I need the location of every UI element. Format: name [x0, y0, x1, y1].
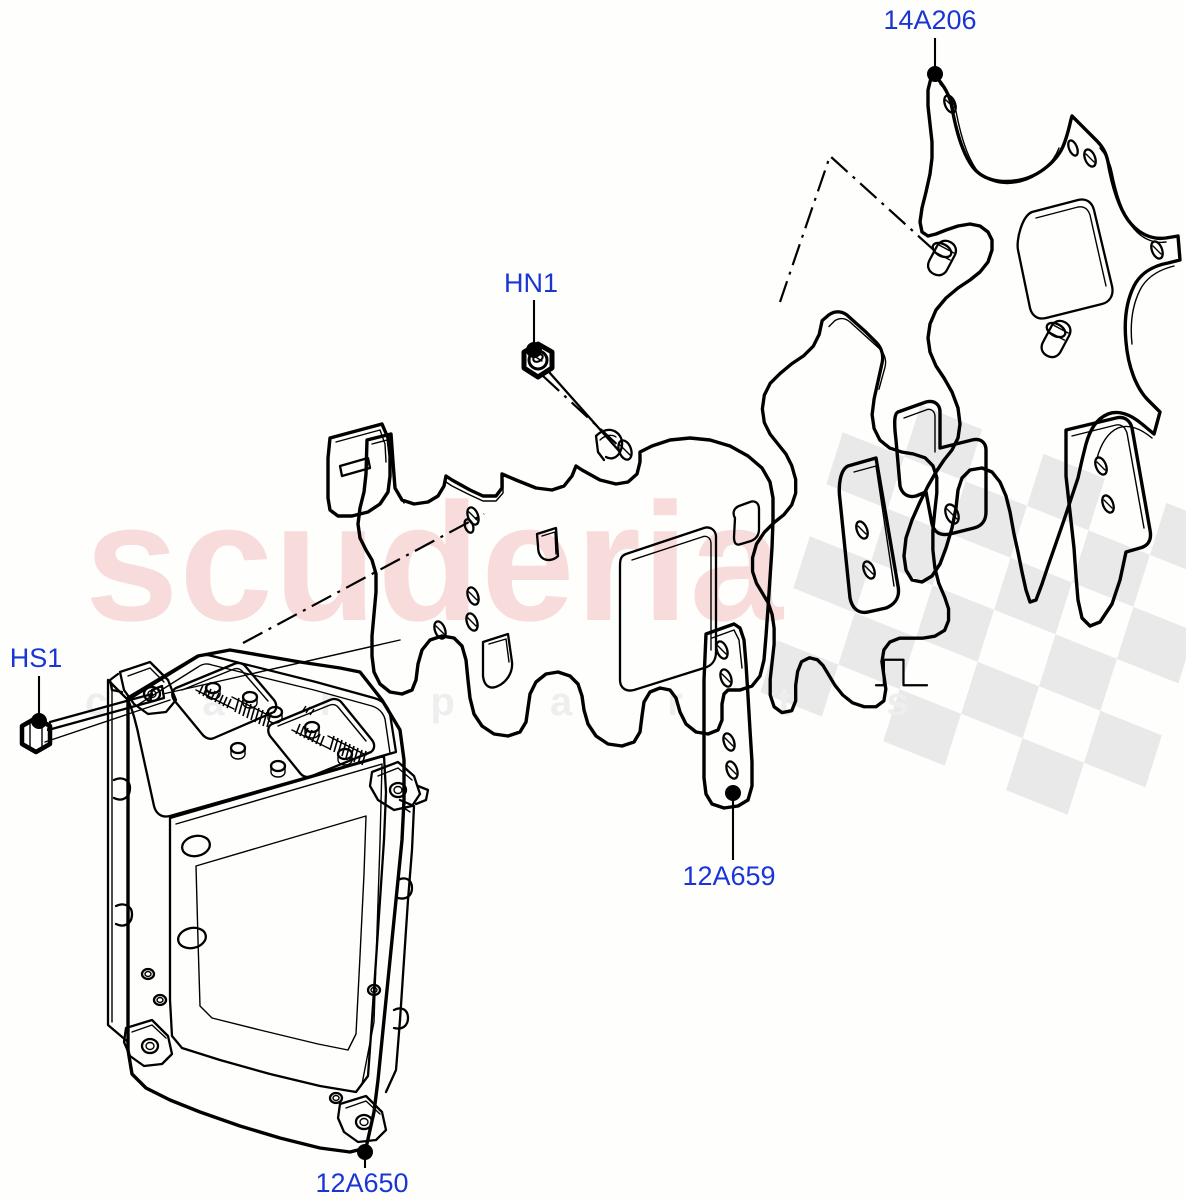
mounting-hole	[1083, 148, 1097, 168]
screw-boss	[269, 759, 287, 778]
housing-dimple	[176, 926, 208, 950]
callout-label-12a650[interactable]: 12A650	[315, 1168, 408, 1198]
mounting-hole	[943, 94, 957, 114]
mounting-hole	[862, 560, 876, 580]
callout-label-14a206[interactable]: 14A206	[883, 5, 976, 35]
screw-boss	[266, 705, 284, 724]
mounting-hole	[1067, 139, 1079, 157]
screw-boss	[152, 993, 168, 1007]
callout-label-hn1[interactable]: HN1	[504, 268, 558, 298]
callout-dot	[927, 66, 943, 82]
part-12a650-engine-control-module[interactable]	[106, 648, 430, 1154]
callout-14a206[interactable]: 14A206	[883, 5, 977, 82]
watermark-checkered-flag	[760, 404, 1186, 815]
screw-boss	[328, 1091, 344, 1105]
callout-label-12a659[interactable]: 12A659	[682, 861, 775, 891]
bracket-stud	[1040, 319, 1072, 359]
callout-hn1[interactable]: HN1	[504, 268, 558, 358]
callout-dot	[31, 713, 47, 729]
slot-cutout	[732, 500, 761, 546]
screw-boss	[204, 681, 222, 700]
mounting-hole	[466, 586, 480, 606]
mounting-ear[interactable]	[336, 1094, 388, 1144]
screw-boss	[140, 967, 156, 981]
part-14a206-harness-bracket[interactable]	[750, 74, 1182, 715]
screw-boss	[229, 741, 247, 760]
assembly-axis-line	[542, 375, 623, 450]
mounting-hole	[1150, 240, 1164, 260]
screw-boss	[366, 983, 382, 997]
mounting-ear[interactable]	[368, 760, 430, 812]
screw-boss	[241, 690, 259, 709]
screw-boss	[336, 747, 354, 766]
callout-hs1[interactable]: HS1	[10, 643, 63, 729]
window-cutout	[481, 632, 514, 689]
mounting-hole	[465, 612, 479, 632]
mounting-hole	[855, 520, 869, 540]
mounting-hole	[719, 668, 733, 688]
assembly-axis-line	[778, 154, 937, 303]
slot-cutout	[338, 456, 372, 478]
screw-boss	[303, 720, 321, 739]
callout-12a659[interactable]: 12A659	[682, 785, 776, 891]
bent-tab	[535, 526, 560, 562]
housing-rib	[301, 705, 315, 716]
nut-mating-hole	[617, 439, 633, 461]
assembly-axis-line	[242, 513, 485, 644]
callout-dot	[725, 785, 741, 801]
mounting-hole	[463, 518, 475, 534]
svg-text:c a r p a r t s: c a r p a r t s	[85, 680, 951, 724]
housing-dimple	[180, 834, 212, 858]
part-12a659-ecu-bracket[interactable]	[242, 422, 775, 810]
mounting-hole	[1094, 456, 1108, 476]
mounting-hole	[715, 640, 729, 660]
callout-dot	[526, 342, 542, 358]
bracket-stud	[926, 239, 958, 277]
callout-dot	[357, 1144, 373, 1160]
mounting-hole	[1101, 494, 1115, 514]
mounting-hole	[433, 620, 447, 640]
mounting-hole	[944, 503, 960, 525]
callout-12a650[interactable]: 12A650	[315, 1144, 409, 1198]
callout-label-hs1[interactable]: HS1	[10, 643, 63, 673]
watermark-subtitle-text: c a r p a r t s	[85, 680, 951, 724]
mounting-ear[interactable]	[122, 1018, 174, 1068]
mounting-hole	[722, 732, 736, 752]
mounting-hole	[725, 760, 739, 780]
mounting-ear[interactable]	[108, 660, 178, 716]
